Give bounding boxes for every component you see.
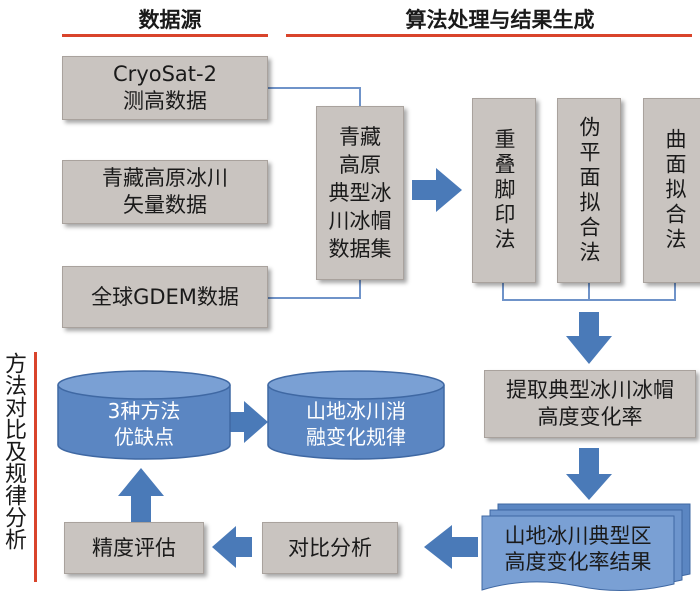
header-data-source-underline <box>62 34 268 37</box>
arrow-proscons-to-meltrule <box>228 401 268 443</box>
melt-rule-label: 山地冰川消 融变化规律 <box>306 399 406 449</box>
result-doc-layer-front <box>481 515 675 591</box>
source-cryosat-box: CryoSat-2 测高数据 <box>62 56 268 120</box>
arrow-compare-to-evaluate <box>212 526 252 568</box>
arrow-evaluate-to-proscons <box>118 468 164 522</box>
compare-analysis-box: 对比分析 <box>262 522 398 574</box>
side-label: 方法对比及规律分析 <box>1 352 26 550</box>
result-label: 山地冰川典型区 高度变化率结果 <box>504 524 652 574</box>
method-surface-fit-box: 曲面拟合法 <box>643 98 700 283</box>
arrow-methods-to-extract <box>566 312 612 364</box>
accuracy-evaluation-box: 精度评估 <box>64 522 204 574</box>
arrow-extract-to-result <box>566 448 612 500</box>
arrow-result-to-compare <box>424 525 478 569</box>
method-overlap-footprint-box: 重叠脚印法 <box>472 98 536 283</box>
header-processing-underline <box>286 34 692 37</box>
connector-gdem <box>268 280 361 299</box>
dataset-box: 青藏 高原 典型冰 川冰帽 数据集 <box>316 106 404 280</box>
source-glacier-vector-box: 青藏高原冰川 矢量数据 <box>62 160 268 224</box>
arrow-dataset-to-methods <box>412 168 462 212</box>
connector-cryosat <box>268 87 361 106</box>
header-data-source: 数据源 <box>138 8 202 32</box>
cylinder-melt-rule <box>267 370 445 460</box>
cylinder-pros-cons <box>57 370 231 460</box>
pros-cons-label: 3种方法 优缺点 <box>107 399 181 449</box>
method-pseudo-plane-box: 伪平面拟合法 <box>557 98 621 283</box>
header-processing: 算法处理与结果生成 <box>405 8 595 32</box>
side-label-line <box>34 352 37 582</box>
extract-change-rate-box: 提取典型冰川冰帽 高度变化率 <box>484 370 696 438</box>
source-gdem-box: 全球GDEM数据 <box>62 266 268 328</box>
